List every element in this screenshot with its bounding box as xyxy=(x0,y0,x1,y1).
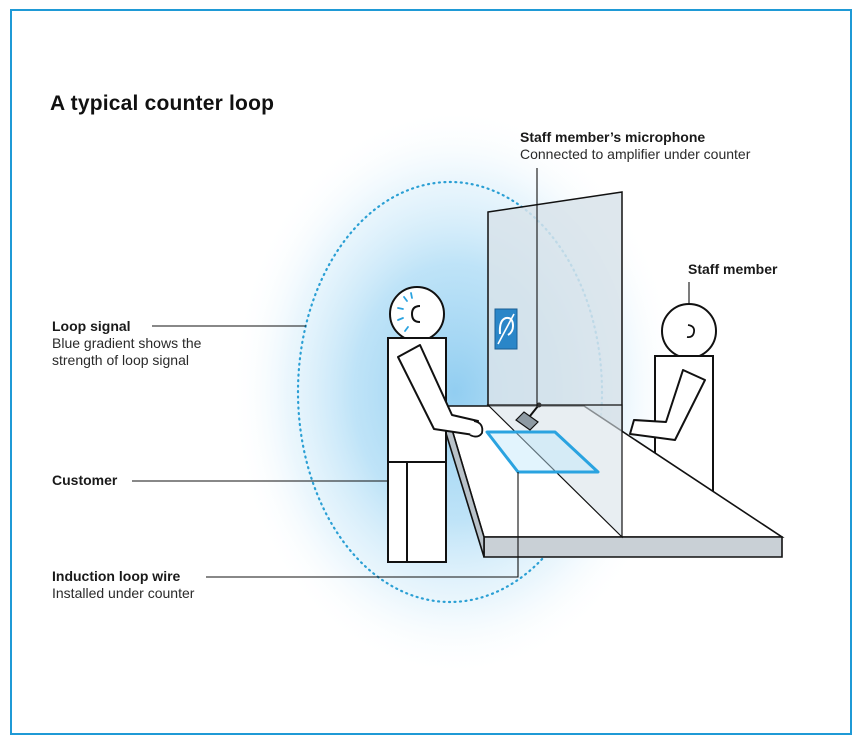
label-loop-signal-desc-2: strength of loop signal xyxy=(52,352,189,368)
customer-figure xyxy=(387,286,484,563)
label-loop-signal-head: Loop signal xyxy=(52,318,131,334)
diagram-frame xyxy=(10,9,852,735)
label-induction-loop-wire: Induction loop wire Installed under coun… xyxy=(52,568,194,602)
label-induction-loop-wire-desc: Installed under counter xyxy=(52,585,195,601)
induction-loop-wire xyxy=(485,430,600,474)
label-staff-microphone-head: Staff member’s microphone xyxy=(520,129,706,145)
label-loop-signal-desc-1: Blue gradient shows the xyxy=(52,335,202,351)
label-loop-signal: Loop signal Blue gradient shows the stre… xyxy=(52,318,201,369)
label-customer-head: Customer xyxy=(52,472,118,488)
counter-front xyxy=(483,536,783,558)
hearing-loop-ear-icon xyxy=(494,308,518,350)
label-induction-loop-wire-head: Induction loop wire xyxy=(52,568,181,584)
label-staff-member-head: Staff member xyxy=(688,261,778,277)
microphone-icon xyxy=(515,402,542,431)
induction-loop-leader xyxy=(206,472,519,578)
label-customer: Customer xyxy=(52,472,117,489)
diagram-title: A typical counter loop xyxy=(50,92,275,115)
label-staff-member: Staff member xyxy=(688,261,777,278)
label-staff-microphone: Staff member’s microphone Connected to a… xyxy=(520,129,750,163)
label-staff-microphone-desc: Connected to amplifier under counter xyxy=(520,146,751,162)
